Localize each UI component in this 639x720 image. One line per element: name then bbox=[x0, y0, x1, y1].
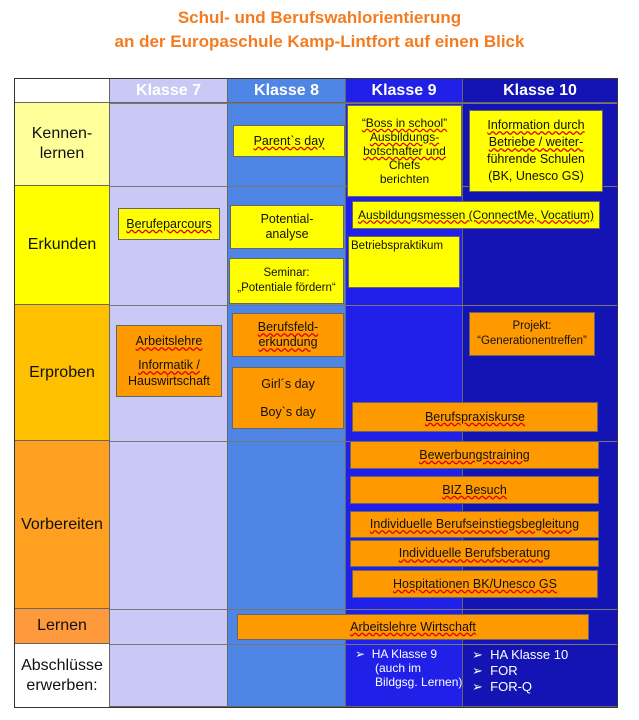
row-label-text: Abschlüsse erwerben: bbox=[21, 656, 103, 694]
list-item: Bildgsg. Lernen) bbox=[375, 675, 463, 689]
box-seminar: Seminar: „Potentiale fördern“ bbox=[229, 258, 344, 304]
box-parents-day: Parent`s day bbox=[233, 125, 345, 157]
box-berufeparcours: Berufeparcours bbox=[118, 208, 220, 240]
box-berufseinstiegsbegleitung: Individuelle Berufseinstiegsbegleitung bbox=[350, 511, 599, 538]
row-label-text: Kennen-lernen bbox=[31, 125, 93, 162]
box-hospitationen: Hospitationen BK/Unesco GS bbox=[352, 570, 598, 598]
box-bewerbungstraining: Bewerbungstraining bbox=[350, 441, 599, 469]
row-label-erkunden: Erkunden bbox=[15, 186, 110, 305]
title-line-2: an der Europaschule Kamp-Lintfort auf ei… bbox=[114, 32, 525, 51]
row-divider bbox=[110, 103, 617, 104]
abschluesse-klasse-10: ➢ HA Klasse 10 ➢ FOR ➢ FOR-Q bbox=[472, 647, 568, 695]
box-arbeitslehre: Arbeitslehre Informatik / Hauswirtschaft bbox=[116, 325, 222, 397]
header-klasse-10: Klasse 10 bbox=[463, 79, 617, 103]
box-betriebspraktikum: Betriebspraktikum bbox=[348, 236, 460, 288]
box-berufsberatung: Individuelle Berufsberatung bbox=[350, 540, 599, 567]
row-label-erproben: Erproben bbox=[15, 305, 110, 441]
box-biz-besuch: BIZ Besuch bbox=[350, 476, 599, 504]
row-label-vorbereiten: Vorbereiten bbox=[15, 441, 110, 609]
list-item: (auch im bbox=[375, 661, 422, 675]
title-line-1: Schul- und Berufswahlorientierung bbox=[177, 8, 462, 27]
header-klasse-7: Klasse 7 bbox=[110, 79, 228, 103]
header-klasse-9: Klasse 9 bbox=[346, 79, 463, 103]
row-divider bbox=[110, 609, 617, 610]
box-berufspraxiskurse: Berufspraxiskurse bbox=[352, 402, 598, 432]
abschluesse-klasse-9: ➢ HA Klasse 9 (auch im Bildgsg. Lernen) bbox=[355, 647, 462, 689]
row-label-lernen: Lernen bbox=[15, 609, 110, 644]
box-potentialanalyse: Potential- analyse bbox=[230, 205, 344, 249]
list-item: ➢ HA Klasse 9 bbox=[355, 647, 438, 661]
box-ausbildungsmessen: Ausbildungsmessen (ConnectMe, Vocatium) bbox=[352, 201, 600, 229]
list-item: ➢ FOR-Q bbox=[472, 679, 533, 694]
box-berufsfelderkundung: Berufsfeld- erkundung bbox=[232, 313, 344, 357]
box-girls-boys-day: Girl´s day Boy`s day bbox=[232, 367, 344, 429]
box-projekt: Projekt: “Generationentreffen” bbox=[469, 312, 595, 356]
row-label-abschluesse: Abschlüsse erwerben: bbox=[15, 644, 110, 707]
box-information: Information durch Betriebe / weiter- füh… bbox=[469, 110, 603, 192]
row-divider bbox=[110, 644, 617, 645]
box-boss-in-school: “Boss in school” Ausbildungs- botschafte… bbox=[347, 105, 462, 197]
row-label-kennenlernen: Kennen-lernen bbox=[15, 103, 110, 186]
row-divider bbox=[110, 305, 617, 306]
list-item: ➢ FOR bbox=[472, 663, 518, 678]
header-klasse-8: Klasse 8 bbox=[228, 79, 346, 103]
header-empty-cell bbox=[15, 79, 110, 103]
list-item: ➢ HA Klasse 10 bbox=[472, 647, 569, 662]
box-arbeitslehre-wirtschaft: Arbeitslehre Wirtschaft bbox=[237, 614, 589, 640]
